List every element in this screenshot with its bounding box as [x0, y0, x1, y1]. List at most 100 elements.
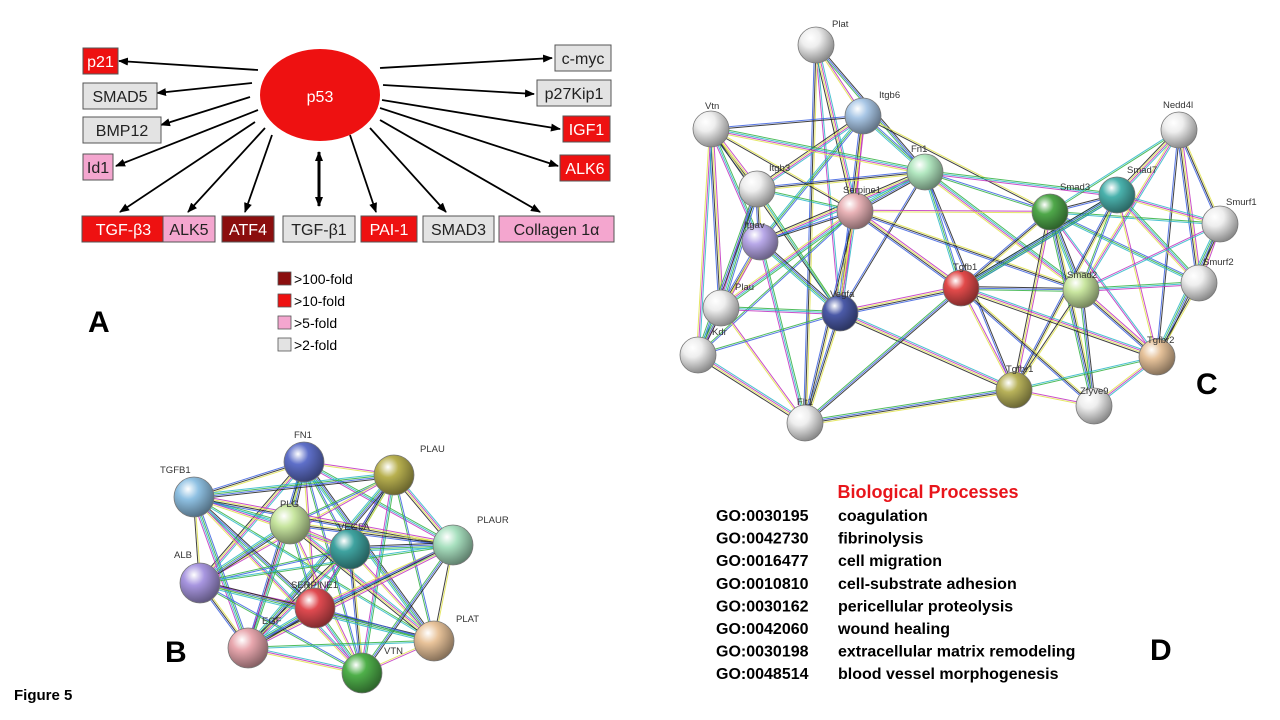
gene-box	[282, 215, 356, 243]
edge-evidence-line	[961, 286, 1096, 406]
edge-evidence-line	[926, 169, 1083, 289]
protein-label: ALB	[174, 550, 192, 561]
protein-node	[821, 294, 859, 332]
edge-evidence-line	[854, 211, 961, 290]
go-term: cell-substrate adhesion	[838, 576, 1017, 593]
gene-box	[82, 82, 158, 110]
edge-evidence-line	[1180, 129, 1202, 283]
edge-evidence-line	[1081, 283, 1200, 292]
edge-evidence-line	[960, 288, 1081, 292]
protein-node	[995, 371, 1033, 409]
edge-tgfbr2-tgfbr1	[1013, 355, 1158, 392]
edge-evidence-line	[289, 524, 434, 642]
c-node-smurf1: Smurf1	[1201, 197, 1257, 243]
protein-label: Zfyve9	[1080, 386, 1109, 397]
edge-vtn-serpine1	[710, 127, 856, 213]
edge-evidence-line	[698, 129, 713, 356]
edge-evidence-line	[924, 172, 1117, 197]
edge-evidence-line	[803, 312, 840, 423]
edge-evidence-line	[350, 548, 364, 673]
edge-evidence-line	[760, 241, 807, 423]
edge-vtn-fn1	[710, 126, 926, 175]
c-node-kdr: Kdr	[679, 327, 727, 374]
b-node-tgfb1: TGFB1	[160, 465, 215, 518]
edge-plau-plat	[392, 474, 436, 642]
edge-evidence-line	[697, 311, 840, 355]
edge-evidence-line	[924, 171, 962, 289]
gene-label: TGF-β1	[291, 222, 347, 239]
b-node-plaur: PLAUR	[432, 515, 509, 566]
edge-evidence-line	[839, 285, 961, 312]
protein-node	[173, 476, 215, 518]
edge-smad7-tgfbr2	[1115, 194, 1159, 358]
protein-label: PLAU	[420, 444, 445, 455]
edge-evidence-line	[840, 288, 962, 315]
gene-box	[360, 215, 418, 243]
legend-item: >2-fold	[277, 337, 337, 353]
protein-label: Smurf2	[1203, 257, 1234, 268]
edge-evidence-line	[804, 388, 1014, 423]
edge-tgfbr1-flt1	[804, 387, 1015, 426]
edge-evidence-line	[961, 196, 1119, 291]
b-node-egf: EGF	[227, 616, 282, 669]
go-id: GO:0030198	[716, 644, 809, 661]
edge-evidence-line	[711, 126, 926, 171]
gene-id1: Id1	[82, 153, 114, 181]
edge-evidence-line	[709, 129, 840, 314]
edge-vegfa-plat	[349, 548, 435, 642]
fold-legend: >100-fold>10-fold>5-fold>2-fold	[277, 271, 353, 353]
edge-evidence-line	[959, 288, 1014, 391]
edge-evidence-line	[1114, 196, 1198, 285]
edge-evidence-line	[855, 209, 1082, 290]
go-id: GO:0016477	[716, 553, 809, 570]
c-node-fn1: Fn1	[906, 144, 944, 191]
protein-node	[373, 454, 415, 496]
edge-evidence-line	[803, 286, 961, 423]
edge-evidence-line	[805, 390, 1015, 425]
protein-label: PLAT	[456, 614, 479, 625]
edge-plaur-vtn	[360, 543, 455, 675]
edge-evidence-line	[698, 189, 759, 356]
gene-label: BMP12	[96, 123, 149, 140]
edge-plat-vegfa	[814, 44, 842, 314]
gene-label: PAI-1	[370, 222, 409, 239]
edge-evidence-line	[192, 497, 362, 675]
protein-node	[679, 336, 717, 374]
edge-evidence-line	[711, 128, 762, 242]
edge-evidence-line	[804, 44, 817, 424]
gene-box	[81, 215, 166, 243]
protein-node	[1075, 387, 1113, 425]
protein-node	[906, 153, 944, 191]
edge-evidence-line	[924, 172, 1050, 214]
protein-label: Smad2	[1067, 270, 1097, 281]
gene-tgf-1: TGF-β1	[282, 215, 356, 243]
edge-evidence-line	[194, 495, 454, 545]
gene-p27kip1: p27Kip1	[536, 79, 612, 107]
edge-evidence-line	[245, 473, 393, 647]
edge-evidence-line	[194, 475, 395, 499]
edge-evidence-line	[720, 307, 841, 314]
edge-evidence-line	[711, 127, 856, 211]
edge-evidence-line	[698, 353, 806, 423]
c-node-nedd4l: Nedd4l	[1160, 100, 1198, 149]
edge-plg-egf	[246, 523, 292, 649]
edge-evidence-line	[315, 606, 435, 641]
edge-evidence-line	[959, 288, 1094, 408]
arrow-c-myc	[379, 54, 553, 69]
edge-vegfa-tgfb1	[839, 285, 962, 316]
edge-evidence-line	[360, 474, 394, 673]
edge-evidence-line	[1115, 195, 1157, 358]
edge-evidence-line	[721, 211, 856, 310]
edge-egf-plat	[247, 639, 435, 650]
edge-evidence-line	[1080, 281, 1199, 290]
edge-evidence-line	[1079, 290, 1094, 407]
edge-evidence-line	[247, 639, 434, 648]
edge-evidence-line	[348, 549, 362, 674]
edge-evidence-line	[710, 129, 855, 213]
edge-evidence-line	[288, 525, 433, 644]
edge-evidence-line	[711, 128, 723, 308]
